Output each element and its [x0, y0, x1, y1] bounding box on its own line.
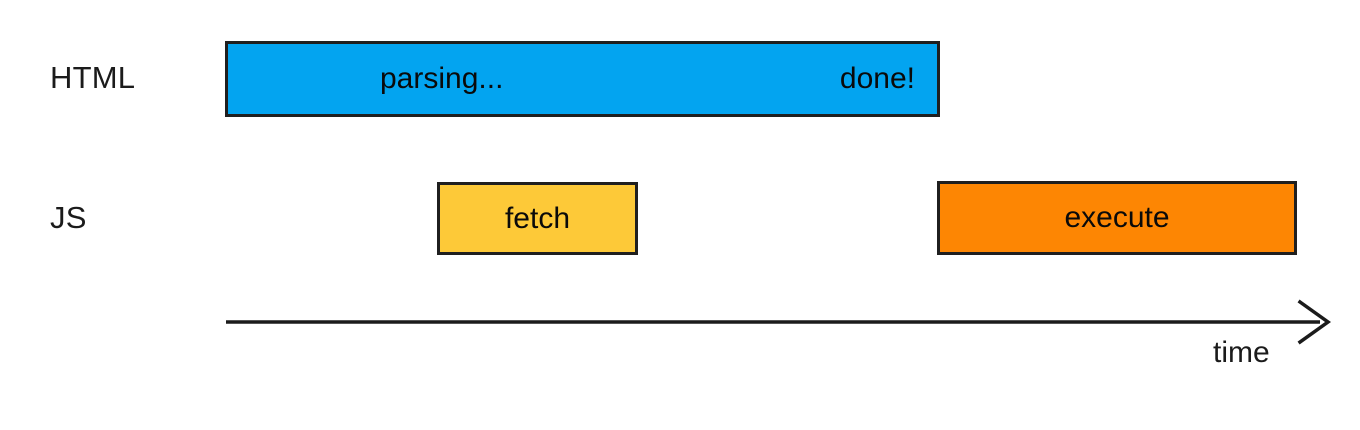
- arrow-right-icon: [1297, 299, 1332, 345]
- row-label-html: HTML: [50, 60, 136, 95]
- row-label-js: JS: [50, 200, 87, 235]
- js-fetch-label: fetch: [504, 201, 571, 235]
- js-execute-bar: execute: [937, 181, 1297, 255]
- html-parsing-done-label: done!: [839, 62, 915, 95]
- js-execute-label: execute: [1064, 201, 1170, 234]
- html-parsing-label: parsing...: [380, 62, 504, 95]
- html-parsing-bar: parsing... done!: [225, 41, 940, 117]
- js-fetch-bar: fetch: [437, 182, 638, 255]
- time-axis-label: time: [1213, 336, 1270, 369]
